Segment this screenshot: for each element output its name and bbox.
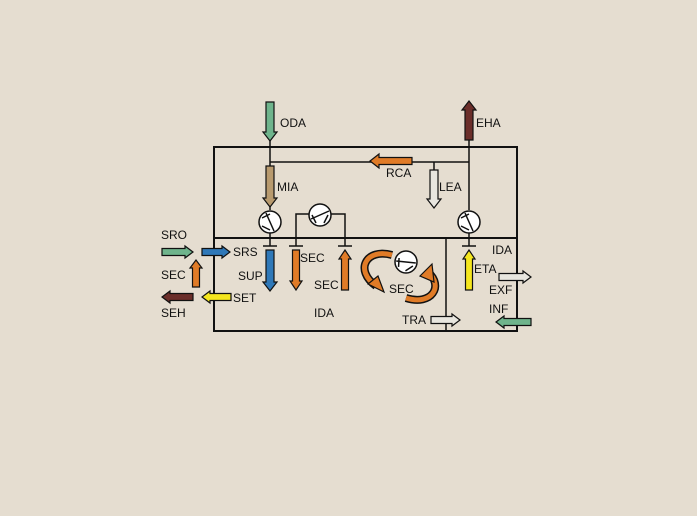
label-mia: MIA bbox=[277, 180, 298, 194]
label-sro: SRO bbox=[161, 228, 187, 242]
label-inf: INF bbox=[489, 302, 508, 316]
label-exf: EXF bbox=[489, 283, 512, 297]
extract-fan-icon bbox=[457, 210, 481, 234]
arrow-sup-icon bbox=[261, 249, 279, 292]
arrow-sec-down-icon bbox=[288, 249, 304, 292]
arrow-inf-icon bbox=[495, 314, 532, 330]
arrow-eha-icon bbox=[460, 100, 478, 141]
arrow-rca-icon bbox=[369, 152, 413, 170]
arrow-oda-icon bbox=[261, 101, 279, 142]
circulation-arrow-icon bbox=[360, 249, 440, 304]
supply-fan-icon bbox=[258, 210, 282, 234]
label-sec-1: SEC bbox=[300, 251, 325, 265]
secondary-fan-icon bbox=[308, 203, 332, 227]
arrow-exf-icon bbox=[498, 269, 532, 285]
room-box bbox=[213, 237, 518, 332]
label-eta: ETA bbox=[474, 262, 496, 276]
label-set: SET bbox=[233, 291, 257, 305]
arrow-set-icon bbox=[201, 289, 232, 305]
label-srs: SRS bbox=[233, 245, 258, 259]
label-ida-main: IDA bbox=[314, 306, 334, 320]
label-lea: LEA bbox=[439, 180, 462, 194]
arrow-mia-icon bbox=[261, 165, 279, 208]
arrow-srs-icon bbox=[201, 244, 231, 260]
label-sec-left: SEC bbox=[161, 268, 186, 282]
arrow-lea-icon bbox=[425, 169, 443, 209]
label-sec-wheel: SEC bbox=[389, 282, 414, 296]
arrow-tra-icon bbox=[430, 312, 461, 328]
room-fan-icon bbox=[394, 250, 418, 274]
label-sec-2: SEC bbox=[314, 278, 339, 292]
label-ida-right: IDA bbox=[492, 243, 512, 257]
label-eha: EHA bbox=[476, 116, 501, 130]
label-tra: TRA bbox=[402, 313, 426, 327]
label-sup: SUP bbox=[238, 269, 263, 283]
arrow-sec-left-icon bbox=[188, 259, 204, 288]
label-oda: ODA bbox=[280, 116, 306, 130]
arrow-eta-icon bbox=[461, 248, 477, 291]
label-rca: RCA bbox=[386, 166, 411, 180]
arrow-sec-up-icon bbox=[337, 248, 353, 291]
arrow-sro-icon bbox=[161, 244, 194, 260]
arrow-seh-icon bbox=[161, 289, 194, 305]
label-seh: SEH bbox=[161, 306, 186, 320]
